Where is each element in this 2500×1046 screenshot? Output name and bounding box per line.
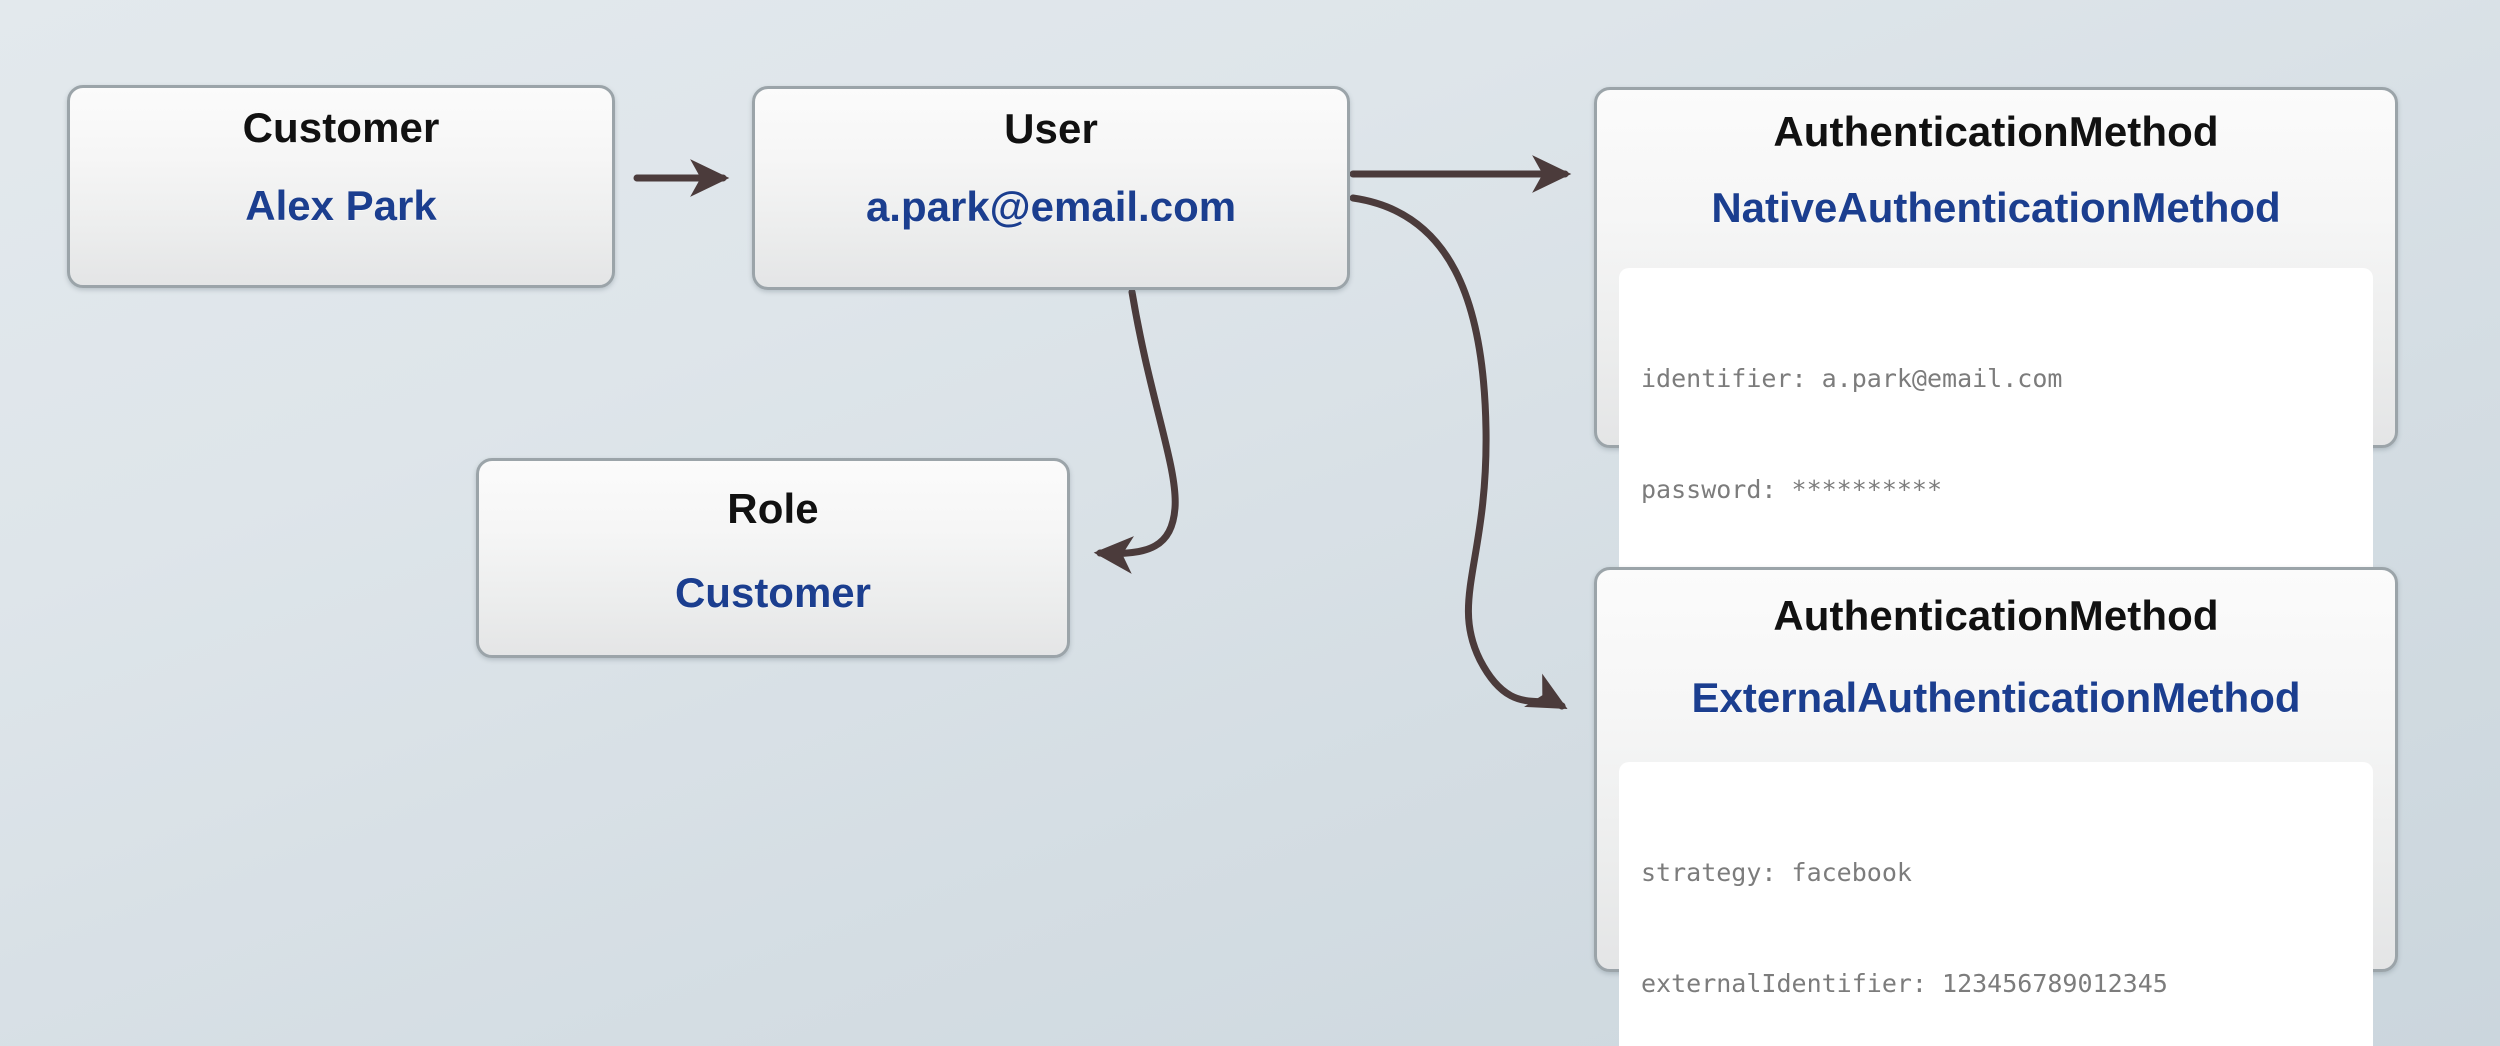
node-user-title: User — [1004, 105, 1098, 152]
property-identifier: identifier: a.park@email.com — [1641, 364, 2063, 393]
property-external-identifier: externalIdentifier: 123456789012345 — [1641, 969, 2168, 998]
node-role[interactable]: Role Customer — [476, 458, 1070, 658]
node-native-auth-value: NativeAuthenticationMethod — [1711, 184, 2281, 231]
property-strategy: strategy: facebook — [1641, 858, 1912, 887]
node-customer-title: Customer — [242, 104, 440, 151]
node-native-auth-properties: identifier: a.park@email.com password: *… — [1619, 268, 2373, 602]
node-external-auth-properties: strategy: facebook externalIdentifier: 1… — [1619, 762, 2373, 1046]
edge-user-to-external-auth — [1349, 194, 1568, 710]
node-native-authentication-method[interactable]: AuthenticationMethod NativeAuthenticatio… — [1594, 87, 2398, 602]
node-role-title: Role — [727, 485, 819, 532]
node-external-authentication-method[interactable]: AuthenticationMethod ExternalAuthenticat… — [1594, 567, 2398, 1046]
node-external-auth-title: AuthenticationMethod — [1773, 592, 2219, 639]
node-external-auth-value: ExternalAuthenticationMethod — [1691, 674, 2301, 721]
node-native-auth-title: AuthenticationMethod — [1773, 108, 2219, 155]
edge-user-to-role — [1093, 288, 1179, 574]
node-role-value: Customer — [674, 569, 872, 616]
node-customer[interactable]: Customer Alex Park — [67, 85, 615, 288]
property-password: password: ********** — [1641, 475, 1943, 504]
node-customer-value: Alex Park — [245, 182, 437, 229]
node-user-value: a.park@email.com — [865, 183, 1237, 230]
node-user[interactable]: User a.park@email.com — [752, 86, 1350, 290]
